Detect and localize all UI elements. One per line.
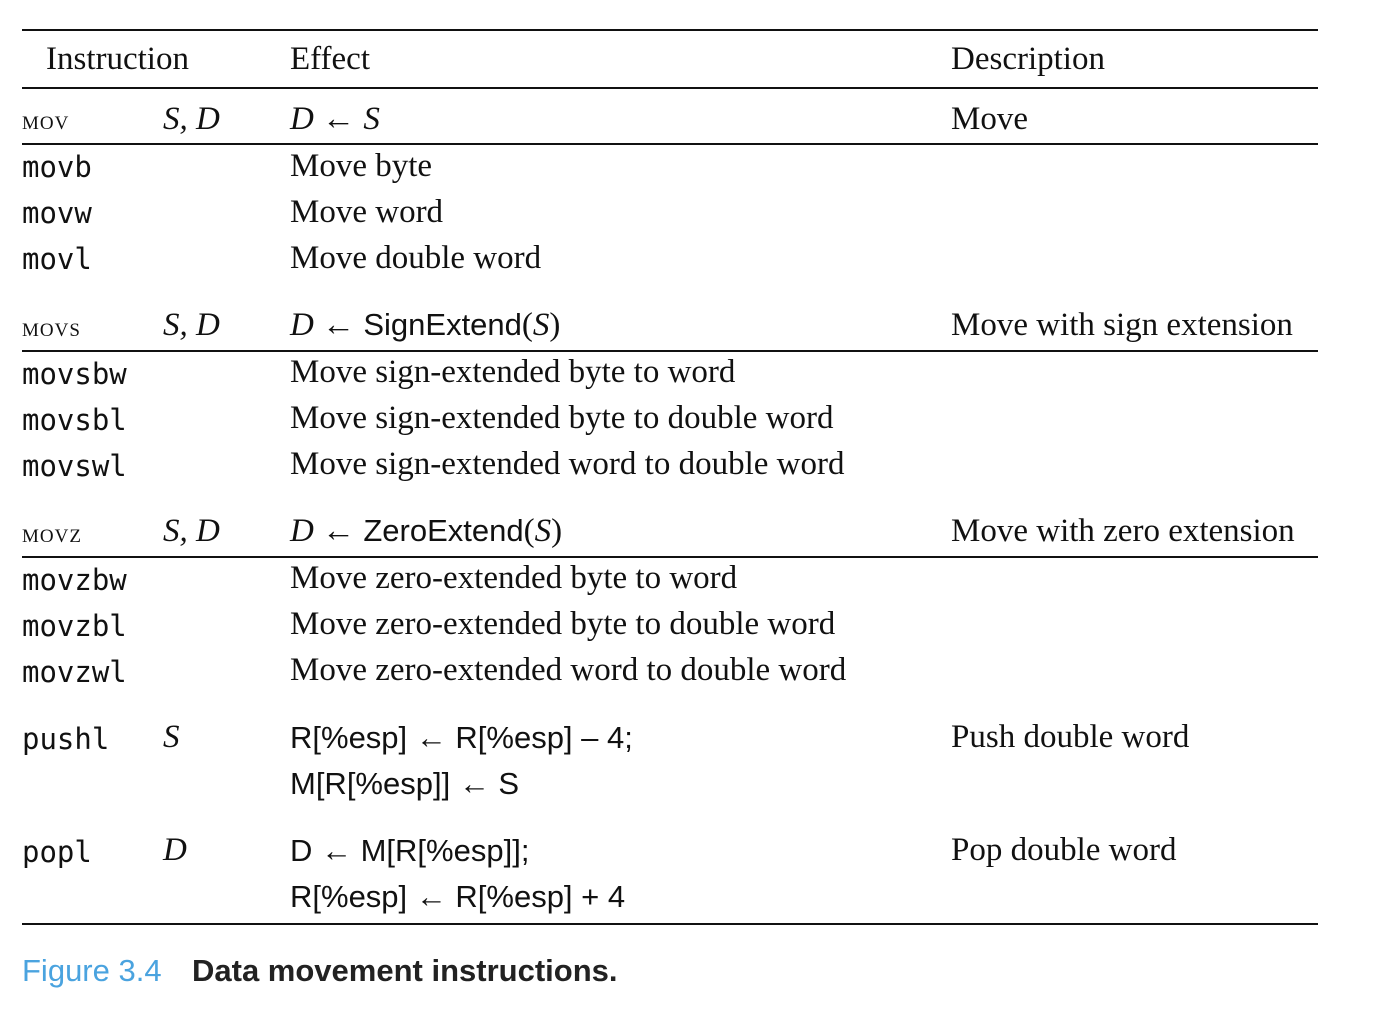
effect-movz-func: ZeroExtend [363, 513, 524, 548]
instr-movzwl: movzwl [22, 655, 127, 689]
effect-pushl-line1: R[%esp] ← R[%esp] – 4; [290, 720, 633, 755]
desc-movzwl: Move zero-extended word to double word [290, 652, 847, 688]
effect-movz: D ← ZeroExtend(S) [290, 513, 563, 549]
effect-movs-pre: D ← [290, 307, 356, 343]
instr-movzbw: movzbw [22, 563, 127, 597]
desc-movswl: Move sign-extended word to double word [290, 446, 845, 482]
effect-movz-arg: S [534, 513, 552, 549]
group-rule-mov [22, 143, 1318, 145]
instr-movzbl: movzbl [22, 609, 127, 643]
operands-popl: D [163, 832, 187, 868]
effect-pushl-line2: M[R[%esp]] ← S [290, 766, 520, 801]
instr-movswl: movswl [22, 449, 127, 483]
class-name-movs: movs [22, 312, 81, 342]
group-rule-movs [22, 350, 1318, 352]
effect-movs-arg: S [532, 307, 550, 343]
instr-pushl: pushl [22, 722, 110, 756]
description-pushl: Push double word [951, 719, 1190, 755]
header-rule [22, 87, 1318, 89]
instr-popl: popl [22, 835, 92, 869]
figure-label: Figure 3.4 [22, 953, 162, 988]
effect-movz-pre: D ← [290, 513, 356, 549]
effect-movs-func: SignExtend [363, 307, 522, 342]
effect-popl-line1: D ← M[R[%esp]]; [290, 833, 530, 868]
instr-movl: movl [22, 242, 92, 276]
effect-popl-line2: R[%esp] ← R[%esp] + 4 [290, 879, 626, 914]
desc-movb: Move byte [290, 148, 433, 184]
desc-movw: Move word [290, 194, 444, 230]
desc-movzbl: Move zero-extended byte to double word [290, 606, 836, 642]
class-name-mov: mov [22, 105, 70, 135]
desc-movsbw: Move sign-extended byte to word [290, 354, 736, 390]
table-bottom-rule [22, 923, 1318, 925]
instr-movw: movw [22, 196, 92, 230]
description-mov: Move [951, 101, 1028, 137]
operands-pushl: S [163, 719, 180, 755]
instr-movsbw: movsbw [22, 357, 127, 391]
operands-movs: S, D [163, 307, 220, 343]
operands-mov: S, D [163, 101, 220, 137]
desc-movl: Move double word [290, 240, 542, 276]
operands-movz: S, D [163, 513, 220, 549]
instr-movb: movb [22, 150, 92, 184]
desc-movzbw: Move zero-extended byte to word [290, 560, 738, 596]
effect-movs: D ← SignExtend(S) [290, 307, 561, 343]
table-top-rule [22, 29, 1318, 31]
group-rule-movz [22, 556, 1318, 558]
figure-title: Data movement instructions. [192, 953, 618, 988]
header-instruction: Instruction [46, 41, 189, 77]
effect-mov: D ← S [290, 101, 380, 137]
header-description: Description [951, 41, 1105, 77]
desc-movsbl: Move sign-extended byte to double word [290, 400, 834, 436]
description-movz: Move with zero extension [951, 513, 1295, 549]
header-effect: Effect [290, 41, 371, 77]
instr-movsbl: movsbl [22, 403, 127, 437]
class-name-movz: movz [22, 518, 82, 548]
description-popl: Pop double word [951, 832, 1177, 868]
description-movs: Move with sign extension [951, 307, 1293, 343]
